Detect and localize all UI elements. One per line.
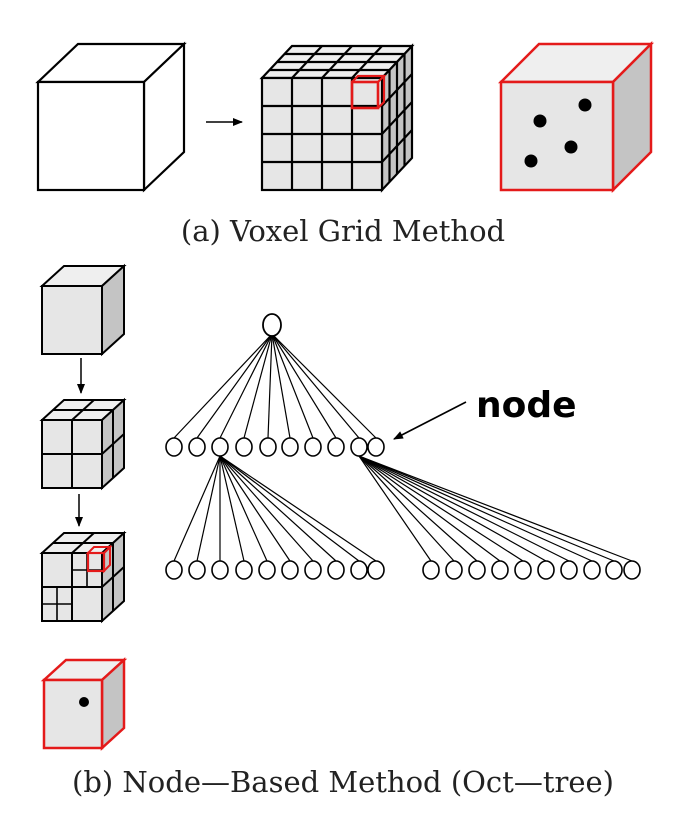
tree-level-1-node xyxy=(327,437,345,457)
tree-level-2-node xyxy=(445,560,463,580)
voxel-grid-section: (a) Voxel Grid Method xyxy=(35,40,655,248)
caption-voxel-grid: (a) Voxel Grid Method xyxy=(181,214,505,248)
voxelized-cube xyxy=(259,43,415,193)
tree-level-2-node xyxy=(623,560,641,580)
tree-level-1-node xyxy=(350,437,368,457)
point-4 xyxy=(524,154,538,168)
octree-level-0-cube xyxy=(39,263,127,357)
tree-level-2-node xyxy=(605,560,623,580)
tree-level-1-node xyxy=(367,437,385,457)
tree-level-2-node xyxy=(235,560,253,580)
octree-leaf-voxel xyxy=(40,657,128,751)
tree-level-2-node xyxy=(281,560,299,580)
tree-level-2-node xyxy=(537,560,555,580)
octree-section: node (b) Node—Based Method (Oct—tree) xyxy=(39,263,641,799)
tree-level-2-node xyxy=(560,560,578,580)
tree-level-2-node xyxy=(165,560,183,580)
tree-level-1-node xyxy=(281,437,299,457)
point-3 xyxy=(564,140,578,154)
octree-level-2-cube xyxy=(39,530,127,624)
tree-level-2-node xyxy=(422,560,440,580)
selected-voxel-outline xyxy=(350,80,380,110)
tree-level-2-node xyxy=(327,560,345,580)
tree-level-2-node xyxy=(211,560,229,580)
tree-level-2-node xyxy=(367,560,385,580)
tree-level-1-node xyxy=(211,437,229,457)
input-cube xyxy=(35,41,187,193)
tree-level-2-node xyxy=(304,560,322,580)
tree-level-1-node xyxy=(165,437,183,457)
octree-level-1-cube xyxy=(39,397,127,491)
tree-level-2-node xyxy=(468,560,486,580)
tree-level-2-node xyxy=(258,560,276,580)
node-label: node xyxy=(476,385,577,426)
tree-level-2-node xyxy=(514,560,532,580)
point-1 xyxy=(578,98,592,112)
octree-tree xyxy=(165,313,641,580)
caption-node-based: (b) Node—Based Method (Oct—tree) xyxy=(72,765,614,799)
highlighted-voxel xyxy=(497,40,655,194)
tree-level-1-node xyxy=(259,437,277,457)
node-pointer-arrow xyxy=(393,401,467,440)
tree-level-2-node xyxy=(491,560,509,580)
tree-root-node xyxy=(262,313,282,337)
tree-level-1-node xyxy=(188,437,206,457)
point-2 xyxy=(533,114,547,128)
tree-level-2-node xyxy=(350,560,368,580)
tree-level-2-node xyxy=(583,560,601,580)
leaf-point xyxy=(79,697,89,707)
tree-level-1-node xyxy=(235,437,253,457)
tree-level-2-node xyxy=(188,560,206,580)
tree-level-1-node xyxy=(304,437,322,457)
